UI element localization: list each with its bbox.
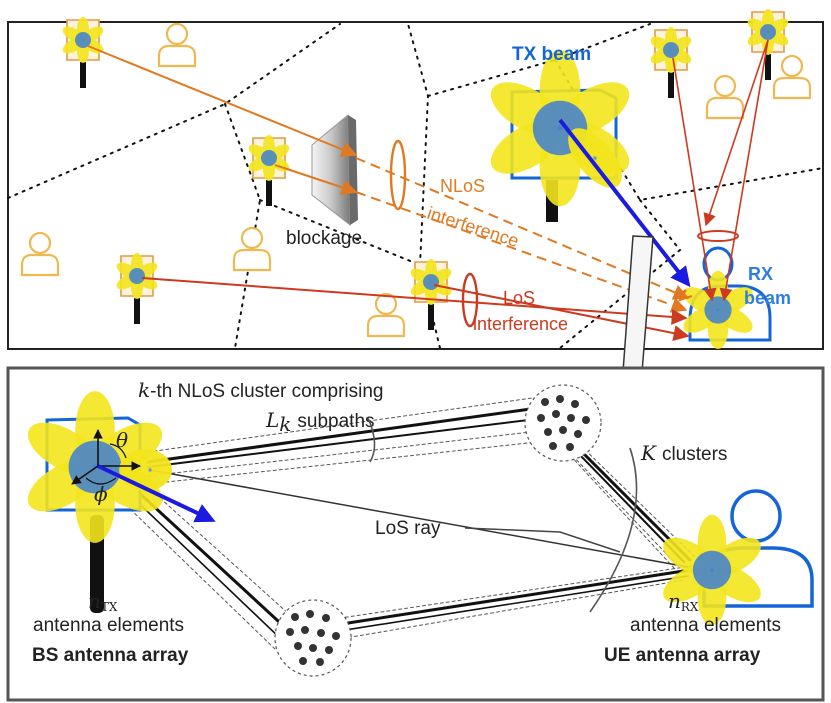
n-tx-label: nTX (88, 589, 118, 614)
subpaths-L-symbol: L (265, 408, 279, 432)
cell-boundaries (7, 23, 824, 349)
cluster-caption-text: -th NLoS cluster comprising (150, 381, 383, 402)
phi-symbol: ϕ (94, 482, 108, 506)
subpaths-text: subpaths (297, 411, 374, 432)
los-ray-leader (464, 527, 621, 553)
clusters-text: clusters (662, 444, 727, 465)
ue-antenna-elements-label: antenna elements (630, 615, 781, 636)
los-label-line2: interference (473, 314, 568, 334)
tx-beam-arrow (558, 118, 691, 288)
steering-direction-arrow (97, 464, 216, 523)
nlos-label-line1: NLoS (440, 176, 485, 196)
cluster-k-symbol: k (138, 378, 150, 402)
theta-symbol: θ (116, 428, 128, 452)
n-rx-symbol: n (668, 589, 681, 613)
cluster-circle-1 (524, 384, 602, 462)
subpaths-k-subscript: k (279, 412, 291, 436)
rx-beam-label-line1: RX (748, 264, 773, 284)
los-bundle-ring (461, 272, 479, 328)
subpaths-label: Lk subpaths (265, 408, 375, 436)
interference-zigzag-icon (675, 289, 693, 302)
neighbor-link-arrow (703, 39, 769, 227)
bs-antenna-elements-label: antenna elements (33, 615, 184, 636)
neighbor-link-arrow (672, 57, 717, 302)
bs-antenna-array-title: BS antenna array (32, 645, 189, 666)
rx-bundle-ring (697, 230, 739, 242)
coordinate-axes (71, 429, 141, 485)
cluster-circle-2 (274, 599, 352, 677)
los-ray-label: LoS ray (375, 518, 441, 539)
n-tx-symbol: n (88, 589, 101, 613)
rx-beam-label-line2: beam (744, 288, 791, 308)
neighbor-link-arrow (719, 39, 769, 302)
clusters-K-symbol: K (640, 441, 657, 465)
n-tx-subscript: TX (101, 600, 118, 614)
nlos-dashed-arrow (355, 157, 690, 300)
blockage-label: blockage (286, 228, 362, 249)
los-label-line1: LoS (503, 288, 535, 308)
los-ray-line (149, 469, 689, 568)
channel-model-panel: LoS ray θ ϕ k-th NLoS cluster (6, 366, 825, 702)
ue-antenna-array-title: UE antenna array (604, 645, 761, 666)
clusters-brace (589, 447, 638, 613)
los-interference-arrow (141, 277, 688, 325)
orange-link-arrow (274, 164, 358, 196)
n-rx-subscript: RX (681, 600, 699, 614)
network-scenario-panel: blockage TX beam RX beam NLoS (7, 9, 824, 350)
nlos-bundle-ring (389, 139, 407, 211)
n-rx-label: nRX (668, 589, 699, 614)
subpaths-brace (367, 417, 376, 463)
cluster-caption: k-th NLoS cluster comprising (138, 378, 384, 402)
tx-beam-label: TX beam (512, 44, 591, 65)
ue-antenna-array-icon (656, 489, 814, 626)
orange-link-arrow (87, 45, 358, 157)
